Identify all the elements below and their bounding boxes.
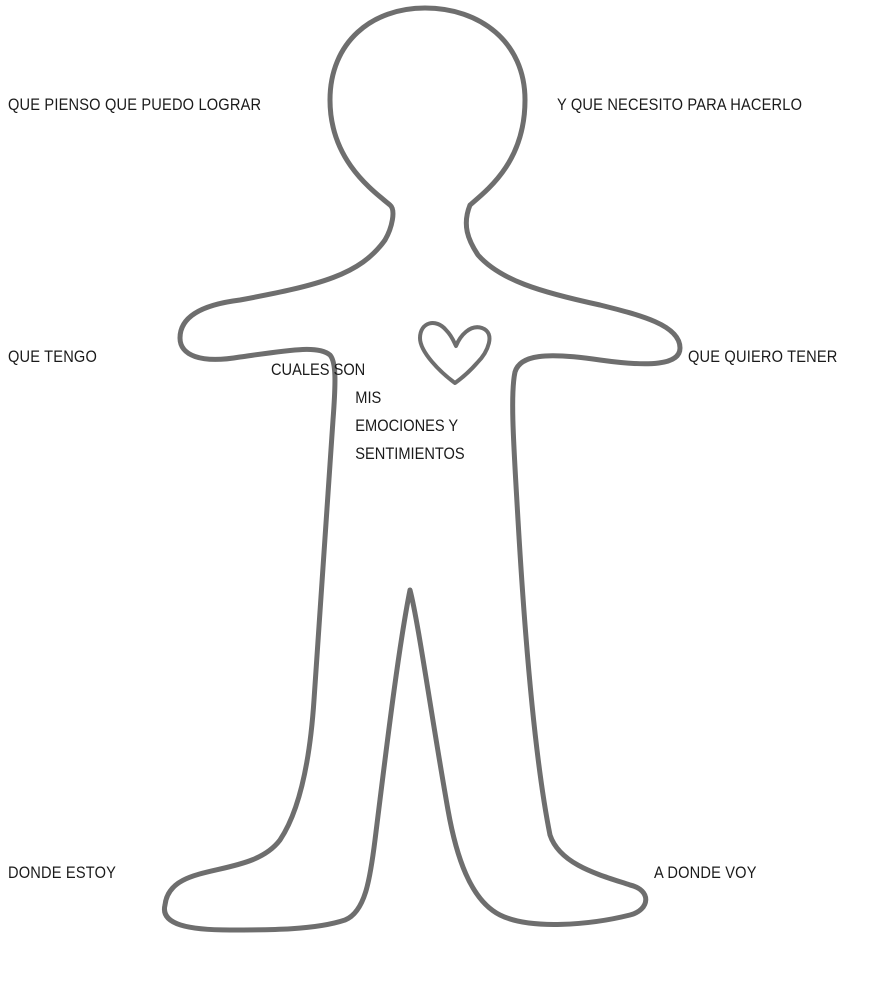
label-mid-right: QUE QUIERO TENER: [688, 348, 838, 365]
center-line-2: MIS: [271, 384, 465, 412]
label-bottom-left: DONDE ESTOY: [8, 864, 116, 881]
body-outline: [164, 8, 680, 930]
label-top-left: QUE PIENSO QUE PUEDO LOGRAR: [8, 96, 261, 113]
center-line-4: SENTIMIENTOS: [271, 440, 465, 468]
center-text-block: CUALES SON MIS EMOCIONES Y SENTIMIENTOS: [271, 356, 465, 468]
label-top-right: Y QUE NECESITO PARA HACERLO: [557, 96, 802, 113]
center-line-1: CUALES SON: [271, 356, 465, 384]
center-line-3: EMOCIONES Y: [271, 412, 465, 440]
label-bottom-right: A DONDE VOY: [654, 864, 757, 881]
label-mid-left: QUE TENGO: [8, 348, 97, 365]
